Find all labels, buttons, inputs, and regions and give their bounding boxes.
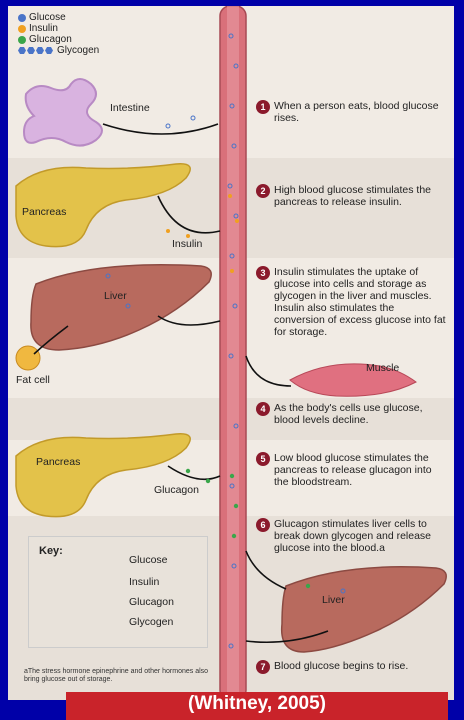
step-1: 1 When a person eats, blood glucose rises… — [256, 100, 446, 124]
label-glucagon: Glucagon — [154, 484, 199, 496]
label-pancreas-upper: Pancreas — [22, 206, 66, 218]
arrow-glucagon-to-liver — [246, 551, 286, 589]
step-text: Blood glucose begins to rise. — [274, 660, 408, 674]
liver-illustration-lower — [282, 567, 447, 652]
step-number: 5 — [256, 452, 270, 466]
step-5: 5 Low blood glucose stimulates the pancre… — [256, 452, 446, 488]
pancreas-illustration-lower — [16, 434, 190, 517]
label-pancreas-lower: Pancreas — [36, 456, 80, 468]
footnote: aThe stress hormone epinephrine and othe… — [24, 668, 214, 684]
step-text: When a person eats, blood glucose rises. — [274, 100, 446, 124]
arrow-pancreas-insulin — [158, 196, 220, 233]
step-7: 7 Blood glucose begins to rise. — [256, 660, 446, 674]
label-liver-upper: Liver — [104, 290, 127, 302]
label-intestine: Intestine — [110, 102, 150, 114]
step-number: 3 — [256, 266, 270, 280]
step-2: 2 High blood glucose stimulates the pancr… — [256, 184, 446, 208]
legend-glucose: Glucose — [29, 12, 66, 23]
label-muscle: Muscle — [366, 362, 399, 374]
step-text: Low blood glucose stimulates the pancrea… — [274, 452, 446, 488]
legend-insulin: Insulin — [29, 23, 58, 34]
insulin-swatch-icon — [18, 25, 26, 33]
arrow-blood-to-liver — [158, 316, 220, 325]
step-text: High blood glucose stimulates the pancre… — [274, 184, 446, 208]
key-box: Key: Glucose Insulin Glucagon Glycogen — [28, 536, 208, 648]
key-insulin: Insulin — [129, 576, 159, 588]
legend-glucagon: Glucagon — [29, 34, 72, 45]
step-text: As the body's cells use glucose, blood l… — [274, 402, 446, 426]
glycogen-swatch-icon — [18, 47, 54, 54]
fat-cell-illustration — [16, 346, 40, 370]
step-text: Insulin stimulates the uptake of glucose… — [274, 266, 446, 338]
arrow-pancreas-glucagon — [168, 466, 220, 479]
step-4: 4 As the body's cells use glucose, blood … — [256, 402, 446, 426]
legend-glycogen: Glycogen — [57, 45, 99, 56]
label-liver-lower: Liver — [322, 594, 345, 606]
step-number: 2 — [256, 184, 270, 198]
step-6: 6 Glucagon stimulates liver cells to brea… — [256, 518, 446, 554]
key-title: Key: — [39, 545, 63, 557]
key-glycogen: Glycogen — [129, 616, 173, 628]
step-number: 4 — [256, 402, 270, 416]
key-glucose: Glucose — [129, 554, 168, 566]
citation-caption: (Whitney, 2005) — [66, 692, 448, 720]
step-number: 7 — [256, 660, 270, 674]
step-text: Glucagon stimulates liver cells to break… — [274, 518, 446, 554]
glucose-swatch-icon — [18, 14, 26, 22]
liver-illustration-upper — [31, 265, 211, 350]
top-legend: Glucose Insulin Glucagon Glycogen — [18, 12, 99, 56]
step-number: 6 — [256, 518, 270, 532]
label-fat-cell: Fat cell — [16, 374, 50, 386]
step-3: 3 Insulin stimulates the uptake of glucos… — [256, 266, 446, 338]
arrow-intestine-to-blood — [103, 124, 218, 134]
glucagon-swatch-icon — [18, 36, 26, 44]
step-number: 1 — [256, 100, 270, 114]
key-glucagon: Glucagon — [129, 596, 174, 608]
arrow-blood-to-muscle — [246, 356, 291, 386]
label-insulin: Insulin — [172, 238, 202, 250]
diagram-page: Glucose Insulin Glucagon Glycogen Intest… — [8, 6, 454, 700]
intestine-illustration — [24, 79, 102, 146]
